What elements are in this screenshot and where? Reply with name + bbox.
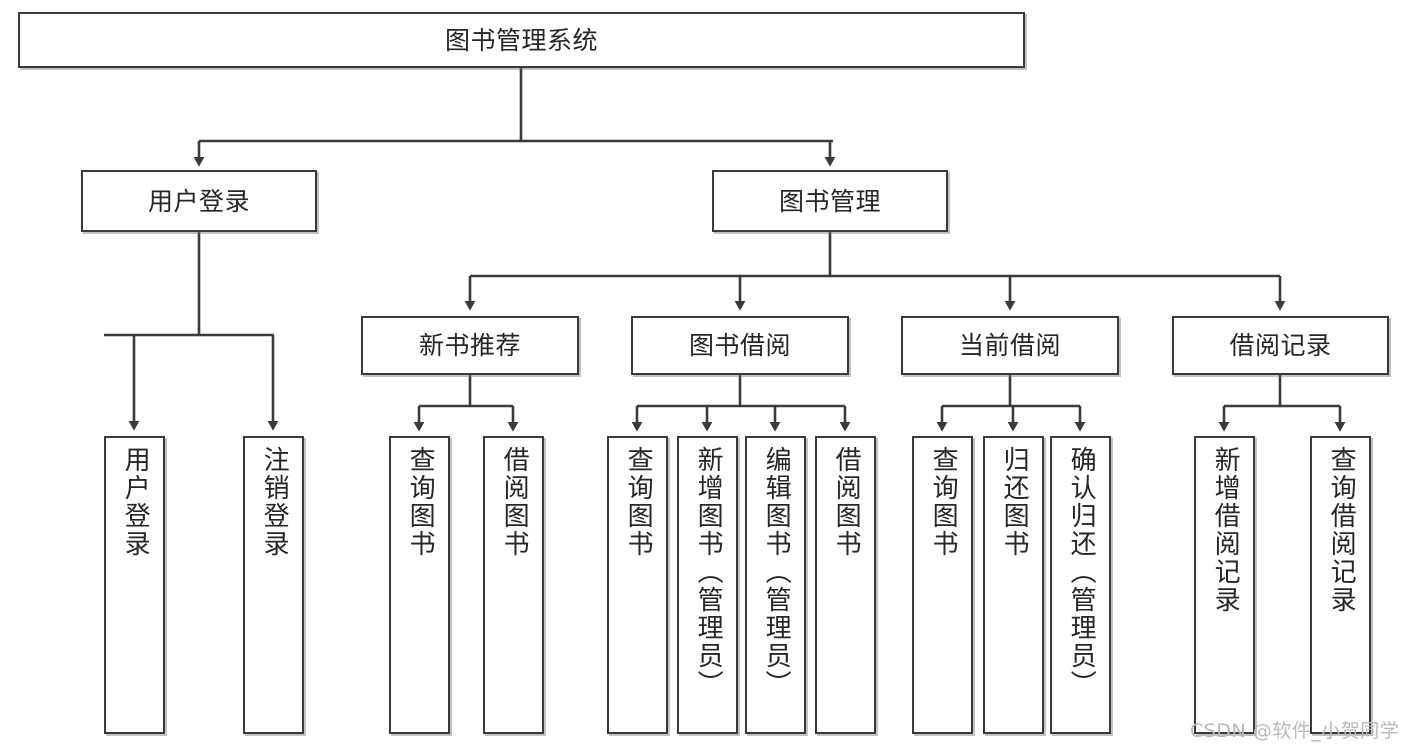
node-borrow-record-label: 借阅记录 <box>1229 331 1332 360</box>
node-root[interactable]: 图书管理系统 <box>18 12 1025 68</box>
leaf-add-book-admin-label: 新增图书（管理员） <box>693 446 724 698</box>
node-user-login-label: 用户登录 <box>147 186 250 216</box>
leaf-return-book[interactable]: 归还图书 <box>983 436 1044 734</box>
csdn-watermark: CSDN @软件_小贺同学 <box>1190 720 1400 742</box>
leaf-user-login-label: 用户登录 <box>120 446 151 558</box>
leaf-logout[interactable]: 注销登录 <box>243 436 304 734</box>
leaf-query-borrow-record[interactable]: 查询借阅记录 <box>1310 436 1371 734</box>
leaf-query-book-borrow-label: 查询图书 <box>623 446 654 558</box>
node-root-label: 图书管理系统 <box>444 25 598 55</box>
node-book-management[interactable]: 图书管理 <box>712 170 948 232</box>
leaf-edit-book-admin[interactable]: 编辑图书（管理员） <box>745 436 806 734</box>
leaf-return-book-label: 归还图书 <box>999 446 1030 558</box>
leaf-confirm-return-admin[interactable]: 确认归还（管理员） <box>1050 436 1111 734</box>
leaf-add-book-admin[interactable]: 新增图书（管理员） <box>677 436 738 734</box>
node-current-borrow[interactable]: 当前借阅 <box>901 316 1119 375</box>
leaf-query-book-borrow[interactable]: 查询图书 <box>607 436 668 734</box>
leaf-confirm-return-admin-label: 确认归还（管理员） <box>1066 446 1097 698</box>
leaf-query-book-recommend[interactable]: 查询图书 <box>389 436 450 734</box>
leaf-borrow-book[interactable]: 借阅图书 <box>815 436 876 734</box>
node-book-borrow[interactable]: 图书借阅 <box>631 316 849 375</box>
leaf-query-borrow-record-label: 查询借阅记录 <box>1326 446 1357 614</box>
leaf-edit-book-admin-label: 编辑图书（管理员） <box>761 446 792 698</box>
leaf-user-login[interactable]: 用户登录 <box>104 436 165 734</box>
node-user-login[interactable]: 用户登录 <box>81 170 317 232</box>
leaf-borrow-book-label: 借阅图书 <box>831 446 862 558</box>
node-new-book-recommend[interactable]: 新书推荐 <box>361 316 579 375</box>
leaf-add-borrow-record[interactable]: 新增借阅记录 <box>1194 436 1255 734</box>
node-new-book-recommend-label: 新书推荐 <box>418 331 521 360</box>
leaf-query-book-recommend-label: 查询图书 <box>405 446 436 558</box>
leaf-borrow-book-recommend[interactable]: 借阅图书 <box>483 436 544 734</box>
leaf-borrow-book-recommend-label: 借阅图书 <box>499 446 530 558</box>
leaf-query-book-current[interactable]: 查询图书 <box>912 436 973 734</box>
leaf-query-book-current-label: 查询图书 <box>928 446 959 558</box>
node-borrow-record[interactable]: 借阅记录 <box>1172 316 1389 375</box>
node-current-borrow-label: 当前借阅 <box>958 331 1061 360</box>
leaf-add-borrow-record-label: 新增借阅记录 <box>1210 446 1241 614</box>
node-book-management-label: 图书管理 <box>778 186 881 216</box>
leaf-logout-label: 注销登录 <box>259 446 290 558</box>
node-book-borrow-label: 图书借阅 <box>688 331 791 360</box>
